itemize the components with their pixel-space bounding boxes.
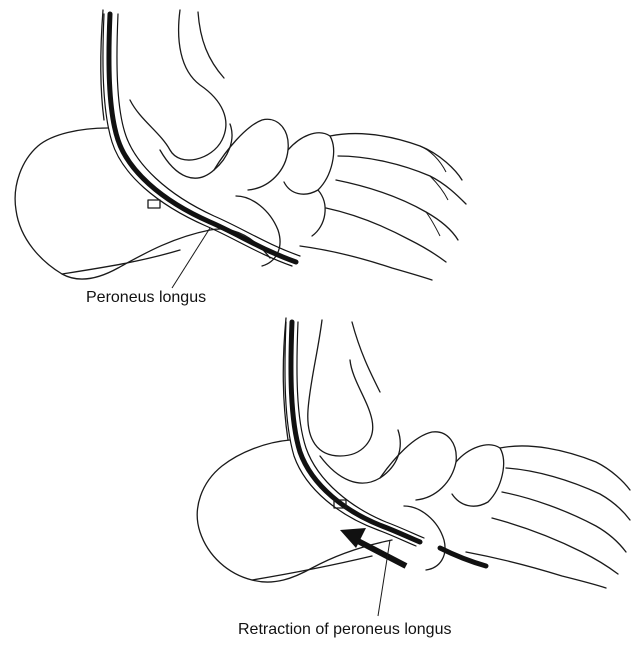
label-leader-top [172,228,210,288]
talus-bottom [320,430,400,483]
peroneus-stump-bottom [440,548,486,566]
navicular-bottom [380,432,456,500]
cuneiform-top-2 [312,190,325,236]
metatarsal-4-bottom [492,518,618,574]
calcaneus-top-inner [62,250,180,274]
metatarsal-3-top [336,180,458,240]
cuneiform-bottom [452,445,504,506]
metatarsal-1-bottom [500,446,630,490]
tibia-top [130,10,226,160]
foot-illustration-retracted [197,318,630,616]
peroneus-longus-label: Peroneus longus [86,290,206,306]
calcaneus-top [15,128,270,279]
retraction-label: Retraction of peroneus longus [238,622,451,638]
metatarsal-5-bottom [466,552,606,588]
retinaculum-top [148,200,160,208]
foot-illustration-normal [15,10,466,288]
tibia-bottom [308,320,373,456]
metatarsal-5-top [300,246,432,280]
tibia-top-edge [198,12,224,78]
peroneus-tendon-bottom [291,322,420,542]
cuneiform-top [284,133,334,194]
peroneus-tendon-top-strand [103,14,292,266]
